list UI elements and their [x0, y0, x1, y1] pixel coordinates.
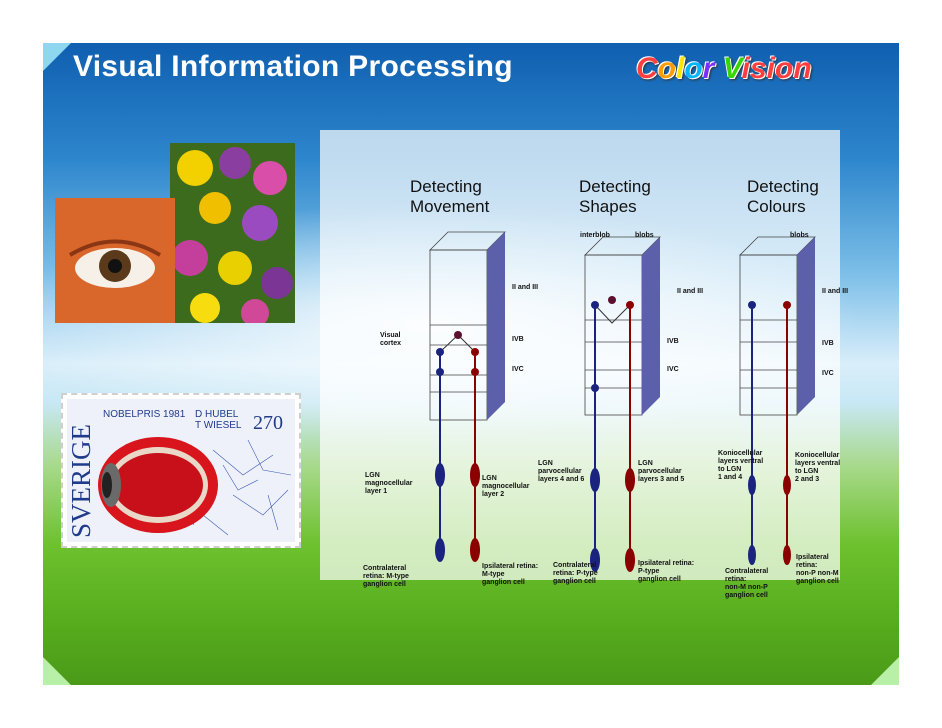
badge-letter: o [684, 52, 702, 85]
label-lgn: LGN parvocellular layers 3 and 5 [638, 460, 684, 484]
layer-label: II and III [512, 284, 538, 292]
column-title-colours: Detecting Colours [747, 177, 819, 217]
visual-pathway-diagram: Detecting Movement Detecting Shapes Dete… [320, 130, 840, 580]
layer-label: IVB [512, 336, 524, 344]
shapes-pathway [590, 296, 635, 572]
badge-letter: i [767, 52, 775, 85]
color-vision-badge: Color Vision [636, 52, 812, 86]
label-blobs: blobs [635, 232, 654, 240]
layer-label: IVC [667, 366, 679, 374]
column-title-shapes: Detecting Shapes [579, 177, 651, 217]
label-retina: Ipsilateral retina: M-type ganglion cell [482, 563, 538, 587]
label-retina: Contralateral retina: M-type ganglion ce… [363, 565, 409, 589]
stamp-value: 270 [253, 412, 283, 434]
badge-letter [714, 52, 722, 85]
column-title-movement: Detecting Movement [410, 177, 489, 217]
label-retina: Ipsilateral retina: non-P non-M ganglion… [796, 554, 839, 586]
badge-letter: C [636, 52, 658, 85]
layer-label: IVB [822, 340, 834, 348]
badge-letter: n [793, 52, 811, 85]
label-blobs: blobs [790, 232, 809, 240]
slide-title: Visual Information Processing [73, 50, 513, 84]
badge-letter: i [742, 52, 750, 85]
corner-triangle-bottom-left [43, 657, 71, 685]
nobel-stamp: SVERIGE NOBELPRIS 1981 D HUBEL T WIESEL … [61, 393, 301, 548]
layer-label: II and III [677, 288, 703, 296]
eye-and-flowers-photo [55, 143, 295, 323]
cortex-side-face [797, 237, 815, 415]
movement-pathway [435, 331, 480, 562]
layer-label: IVB [667, 338, 679, 346]
colours-pathway [748, 301, 791, 565]
label-lgn: LGN magnocellular layer 1 [365, 472, 412, 496]
label-lgn: LGN magnocellular layer 2 [482, 475, 529, 499]
label-retina: Contralateral retina: non-M non-P gangli… [725, 568, 768, 600]
layer-label: II and III [822, 288, 848, 296]
label-lgn: LGN parvocellular layers 4 and 6 [538, 460, 584, 484]
stamp-artwork: SVERIGE NOBELPRIS 1981 D HUBEL T WIESEL … [63, 395, 299, 546]
label-lgn: Koniocellular layers ventral to LGN 1 an… [718, 450, 763, 482]
cortex-side-face [642, 237, 660, 415]
stamp-prize: NOBELPRIS 1981 [103, 409, 186, 420]
stamp-laureate: D HUBEL [195, 409, 239, 420]
label-retina: Ipsilateral retina: P-type ganglion cell [638, 560, 694, 584]
layer-label: IVC [512, 366, 524, 374]
badge-letter: s [750, 52, 767, 85]
stamp-laureate: T WIESEL [195, 420, 242, 431]
label-visual-cortex: Visual cortex [380, 332, 401, 348]
label-retina: Contralateral retina: P-type ganglion ce… [553, 562, 598, 586]
badge-letter: o [658, 52, 676, 85]
badge-letter: V [723, 52, 742, 85]
corner-triangle-top-left [43, 43, 71, 71]
label-interblob: interblob [580, 232, 610, 240]
label-lgn: Koniocellular layers ventral to LGN 2 an… [795, 452, 840, 484]
corner-triangle-bottom-right [871, 657, 899, 685]
badge-letter: o [775, 52, 793, 85]
badge-letter: r [703, 52, 715, 85]
cortex-side-face [487, 232, 505, 420]
layer-label: IVC [822, 370, 834, 378]
stamp-country: SVERIGE [66, 424, 96, 538]
